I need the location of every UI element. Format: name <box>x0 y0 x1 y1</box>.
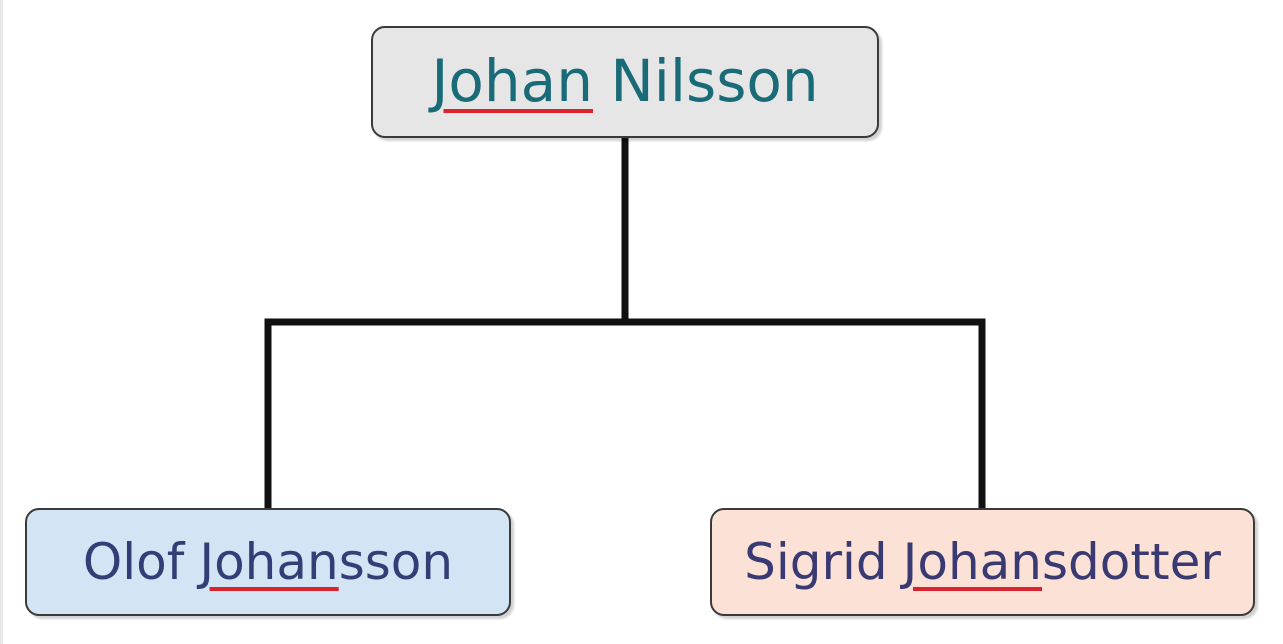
parent-first-name: Johan <box>431 47 593 116</box>
child-first-name: Olof <box>82 532 185 591</box>
child-surname-suffix: sdotter <box>1042 532 1221 591</box>
child-surname-root: Johan <box>199 532 339 591</box>
parent-last-name: Nilsson <box>610 47 819 116</box>
tree-connector <box>264 134 986 512</box>
child-surname-root: Johan <box>902 532 1042 591</box>
child-first-name: Sigrid <box>744 532 888 591</box>
child-surname-suffix: sson <box>338 532 454 591</box>
left-edge-strip <box>0 0 3 644</box>
